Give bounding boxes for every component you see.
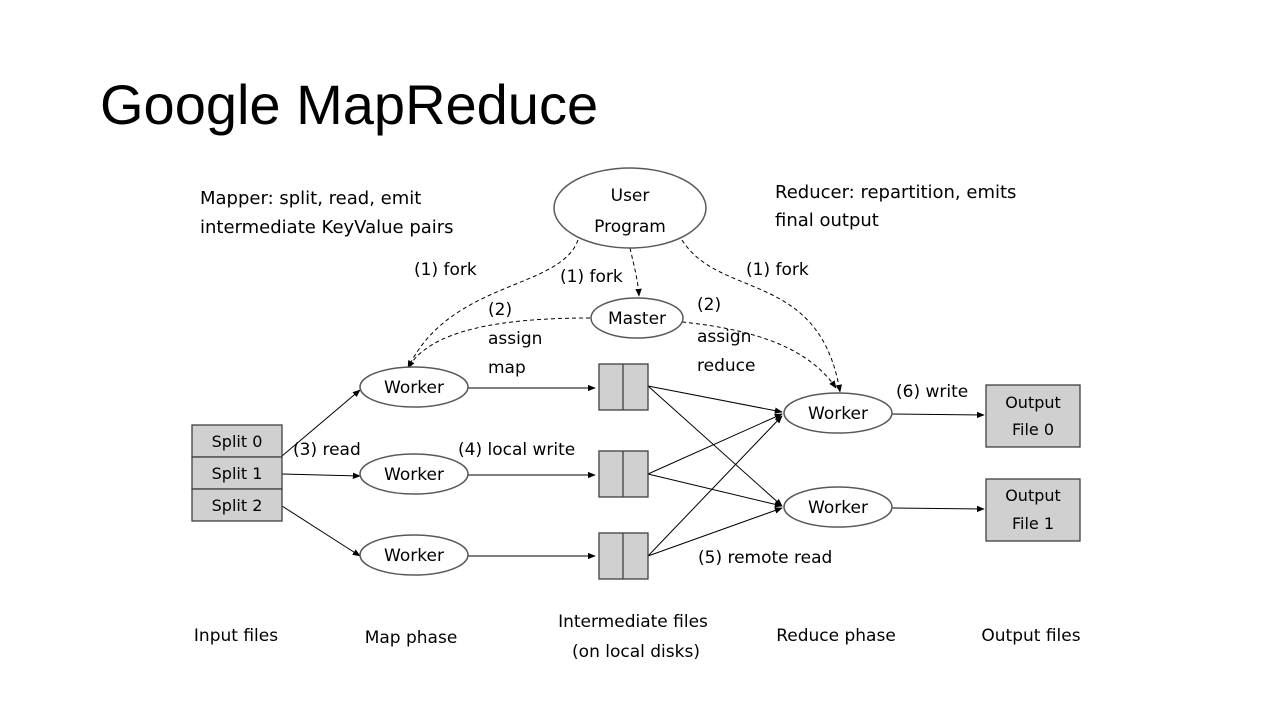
output-file-0-line-2: File 0 [1012, 420, 1054, 439]
mapper-note-line-2: intermediate KeyValue pairs [200, 217, 454, 238]
output-file-1: Output File 1 [985, 478, 1081, 542]
phase-output-label: Output files [981, 626, 1080, 646]
fork-label-right: (1) fork [746, 260, 809, 280]
fork-edge-to-map-worker [407, 239, 579, 369]
read-edge-split0 [281, 389, 361, 457]
remote-read-edge-f3-r1 [647, 415, 783, 557]
write-label: (6) write [896, 382, 968, 402]
worker-label: Worker [384, 378, 444, 398]
master-label: Master [608, 309, 666, 329]
reducer-note-line-2: final output [775, 210, 879, 231]
mapper-note-line-1: Mapper: split, read, emit [200, 188, 421, 209]
phase-reduce-label: Reduce phase [776, 626, 896, 646]
read-edge-split2 [281, 505, 361, 557]
write-edge-1 [891, 411, 985, 419]
worker-label: Worker [808, 498, 868, 518]
map-worker-1: Worker [359, 366, 469, 408]
assign-reduce-edge [681, 321, 837, 389]
assign-reduce-label-line-3: reduce [697, 356, 755, 376]
reducer-note-line-1: Reducer: repartition, emits [775, 182, 1016, 203]
split-1-label: Split 1 [212, 464, 263, 483]
intermediate-file-1 [598, 363, 649, 411]
remote-read-edge-f1-r2 [647, 385, 783, 507]
user-program-node: User Program [553, 167, 707, 249]
fork-label-left: (1) fork [414, 260, 477, 280]
worker-label: Worker [384, 465, 444, 485]
remote-read-edge-f2-r2 [647, 473, 783, 508]
worker-label: Worker [808, 404, 868, 424]
assign-reduce-label-line-1: (2) [697, 295, 721, 315]
master-node: Master [590, 297, 684, 339]
phase-input-label: Input files [194, 626, 278, 646]
output-file-0-line-1: Output [1005, 393, 1061, 412]
slide-title: Google MapReduce [100, 73, 599, 136]
output-file-1-line-2: File 1 [1012, 514, 1054, 533]
fork-edge-to-master [629, 247, 642, 297]
intermediate-file-3 [598, 532, 649, 580]
remote-read-edge-f1-r1 [647, 385, 783, 414]
map-worker-2: Worker [359, 453, 469, 495]
user-program-label-line-1: User [611, 186, 650, 206]
local-write-label: (4) local write [458, 440, 575, 460]
fork-edge-to-reduce-worker [681, 239, 842, 393]
intermediate-file-2 [598, 450, 649, 498]
reduce-worker-1: Worker [783, 392, 893, 434]
read-label: (3) read [293, 440, 361, 460]
user-program-label-line-2: Program [594, 217, 666, 237]
split-2-label: Split 2 [212, 496, 263, 515]
output-file-1-line-1: Output [1005, 486, 1061, 505]
phase-intermediate-label-line-2: (on local disks) [572, 642, 700, 662]
map-worker-3: Worker [359, 534, 469, 576]
fork-label-center: (1) fork [560, 267, 623, 287]
reduce-worker-2: Worker [783, 486, 893, 528]
remote-read-edge-f2-r1 [647, 413, 783, 475]
phase-intermediate-label-line-1: Intermediate files [558, 612, 708, 632]
write-edge-2 [891, 505, 985, 513]
split-0-label: Split 0 [212, 432, 263, 451]
output-file-0: Output File 0 [985, 384, 1081, 448]
assign-reduce-label-line-2: assign [697, 327, 751, 347]
assign-map-label-line-1: (2) [488, 300, 512, 320]
phase-map-label: Map phase [365, 628, 458, 648]
worker-label: Worker [384, 546, 444, 566]
read-edge-split1 [281, 472, 361, 480]
assign-map-label-line-3: map [488, 358, 526, 378]
input-splits: Split 0 Split 1 Split 2 [191, 424, 283, 522]
remote-read-edge-f3-r2 [647, 507, 783, 557]
assign-map-label-line-2: assign [488, 329, 542, 349]
remote-read-label: (5) remote read [698, 548, 832, 568]
assign-map-edge [407, 317, 591, 369]
